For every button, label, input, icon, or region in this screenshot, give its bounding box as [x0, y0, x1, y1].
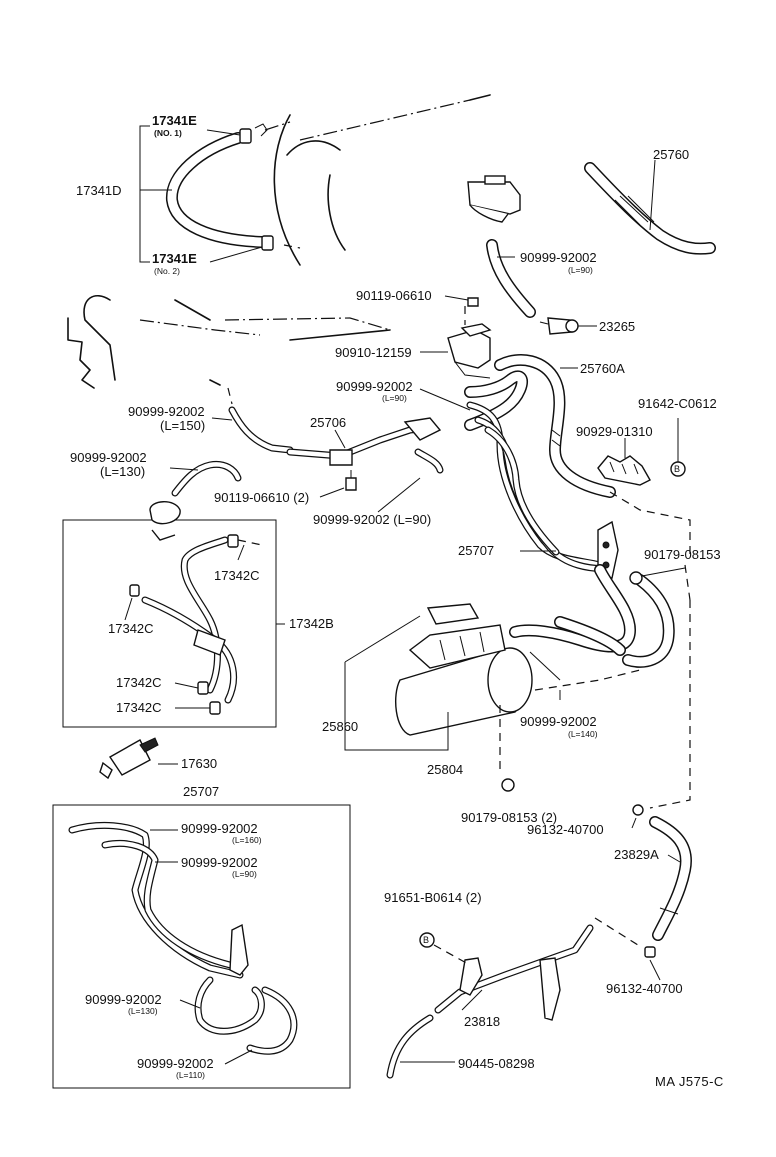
sensor-17630: [99, 737, 159, 780]
bracket-90910-12159: [447, 323, 492, 379]
clamp-96132-40700-b: [644, 946, 656, 958]
clip-17341E-no2: [261, 235, 301, 251]
clip-17341E-no1: [239, 121, 291, 144]
label-17342C-1: 17342C: [214, 568, 260, 583]
label-90999-92002-L90-top-sub: (L=90): [568, 265, 593, 275]
hose-90999-92002-L150: [228, 406, 294, 454]
label-25760: 25760: [653, 147, 690, 162]
label-box-90999-92002-L110-sub: (L=110): [176, 1070, 205, 1080]
label-23818: 23818: [464, 1014, 501, 1029]
label-17342C-4: 17342C: [116, 700, 162, 715]
label-90999-92002-L130: 90999-92002: [70, 450, 147, 465]
label-25707-main: 25707: [458, 543, 495, 558]
label-90445-08298: 90445-08298: [458, 1056, 535, 1071]
nut-90179-08153-2: [501, 778, 515, 792]
clip-17342C: [129, 534, 239, 715]
pipe-25706: [286, 417, 442, 466]
label-23829A: 23829A: [614, 847, 659, 862]
label-90910-12159: 90910-12159: [335, 345, 412, 360]
label-90999-92002-L90-mid: 90999-92002: [336, 379, 413, 394]
label-90119-06610: 90119-06610: [356, 288, 432, 303]
charcoal-canister-25804: [395, 603, 533, 736]
label-17341E-no1: 17341E: [152, 113, 197, 128]
bolt-90119-06610-2: [345, 470, 357, 491]
label-box-90999-92002-L160: 90999-92002: [181, 821, 258, 836]
label-25804: 25804: [427, 762, 464, 777]
hose-assembly-17342B: [141, 536, 238, 704]
hose-23829A: [649, 816, 692, 941]
lower-hoses-25707: [509, 564, 675, 668]
hose-90999-92002-L90-top: [486, 239, 536, 318]
label-box-90999-92002-L110: 90999-92002: [137, 1056, 214, 1071]
label-17630: 17630: [181, 756, 218, 771]
pipe-23818: [434, 924, 594, 1021]
canister-small: [149, 501, 181, 541]
label-90999-92002-L90-top: 90999-92002: [520, 250, 597, 265]
label-25707-box: 25707: [183, 784, 220, 799]
label-91642-C0612: 91642-C0612: [638, 396, 717, 411]
label-25860: 25860: [322, 719, 359, 734]
hose-25760A: [494, 354, 616, 498]
detail-box-25707: [52, 804, 351, 1089]
label-25760A: 25760A: [580, 361, 625, 376]
label-17341D: 17341D: [76, 183, 122, 198]
hose-90999-92002-L90-mid: [464, 370, 528, 431]
label-25706: 25706: [310, 415, 347, 430]
label-90119-06610-2: 90119-06610 (2): [214, 490, 310, 505]
label-box-90999-92002-L130: 90999-92002: [85, 992, 162, 1007]
label-90999-92002-L130-sub: (L=130): [100, 464, 146, 479]
label-96132-40700-b: 96132-40700: [606, 981, 683, 996]
label-17342B: 17342B: [289, 616, 334, 631]
page-code: MA J575-C: [655, 1074, 724, 1089]
nut-90179-08153: [629, 571, 643, 585]
engine-outline-left: [67, 295, 391, 389]
hose-17341D: [165, 132, 268, 248]
hose-90445-08298: [386, 1014, 434, 1079]
label-90999-92002-L90-low: 90999-92002 (L=90): [313, 512, 432, 527]
sensor-23265: [539, 317, 579, 335]
label-90179-08153: 90179-08153: [644, 547, 721, 562]
label-17341E-no2-sub: (No. 2): [154, 266, 180, 276]
pipe-assembly-25707-main: [466, 401, 614, 572]
label-90999-92002-L90-mid-sub: (L=90): [382, 393, 407, 403]
assembly-box-17342B: [62, 519, 277, 728]
label-90179-08153-2: 90179-08153 (2): [461, 810, 558, 825]
clamp-96132-40700-a: [632, 804, 644, 816]
label-17342C-2: 17342C: [108, 621, 154, 636]
label-box-90999-92002-L90-sub: (L=90): [232, 869, 257, 879]
label-90999-92002-L150-sub: (L=150): [160, 418, 206, 433]
label-90999-92002-L150: 90999-92002: [128, 404, 205, 419]
label-90999-92002-L140-sub: (L=140): [568, 729, 598, 739]
label-box-90999-92002-L160-sub: (L=160): [232, 835, 262, 845]
label-90929-01310: 90929-01310: [576, 424, 653, 439]
vacuum-switching-valve: [467, 175, 521, 223]
label-box-90999-92002-L90: 90999-92002: [181, 855, 258, 870]
marker-b-bottom: [419, 932, 435, 948]
connector-90929-01310: [597, 455, 651, 486]
label-96132-40700-a: 96132-40700: [527, 822, 604, 837]
label-90999-92002-L140: 90999-92002: [520, 714, 597, 729]
hose-90999-92002-L130: [171, 460, 242, 497]
label-17342C-3: 17342C: [116, 675, 162, 690]
label-23265: 23265: [599, 319, 636, 334]
label-17341E-no2: 17341E: [152, 251, 197, 266]
engine-outline-top: [273, 94, 491, 266]
hose-90999-92002-L90-low: [414, 448, 444, 474]
hose-25760: [584, 162, 716, 255]
pipe-assembly-25707-detail: [68, 822, 298, 1055]
bolt-90119-06610: [464, 297, 479, 325]
label-box-90999-92002-L130-sub: (L=130): [128, 1006, 158, 1016]
marker-b-bottom-letter: B: [423, 935, 430, 945]
label-91651-B0614: 91651-B0614 (2): [384, 890, 482, 905]
label-17341E-no1-sub: (NO. 1): [154, 128, 182, 138]
marker-b-top-letter: B: [674, 464, 681, 474]
